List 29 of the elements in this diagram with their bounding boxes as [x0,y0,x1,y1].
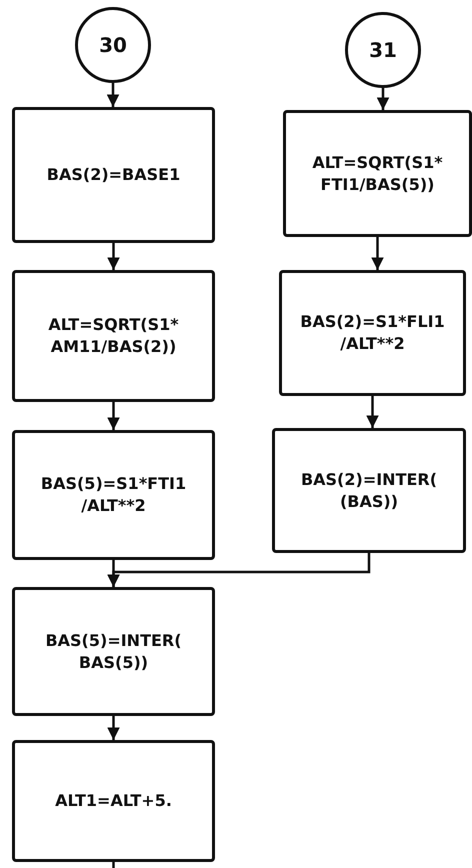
connector-circle [345,12,421,88]
statement-text: ALT=SQRT(S1* FTI1/BAS(5)) [311,152,444,196]
process-box [283,110,472,237]
process-box [12,740,215,862]
statement-text: BAS(2)=S1*FLI1 /ALT**2 [299,311,446,355]
statement-text: BAS(2)=INTER( (BAS)) [300,468,438,512]
statement-text: BAS(5)=INTER( BAS(5)) [44,630,183,674]
process-box [272,428,466,553]
arrow [366,396,379,428]
process-box [12,587,215,716]
process-box [12,270,215,402]
arrow [107,716,120,740]
process-box [12,430,215,560]
connector-number: 31 [369,36,397,64]
process-box [279,270,466,396]
arrow [107,553,370,587]
arrow [107,402,120,430]
arrow [107,243,120,270]
process-box [12,107,215,243]
statement-text: ALT=SQRT(S1* AM11/BAS(2)) [47,314,180,358]
statement-text: BAS(5)=S1*FTI1 /ALT**2 [40,473,188,517]
connector-line [112,862,115,868]
arrow [106,83,120,107]
arrow [371,237,384,270]
connector-number: 30 [99,32,127,58]
statement-text: BAS(2)=BASE1 [46,164,180,186]
arrow [376,88,390,110]
statement-text: ALT1=ALT+5. [55,790,172,812]
connector-circle [75,7,151,83]
